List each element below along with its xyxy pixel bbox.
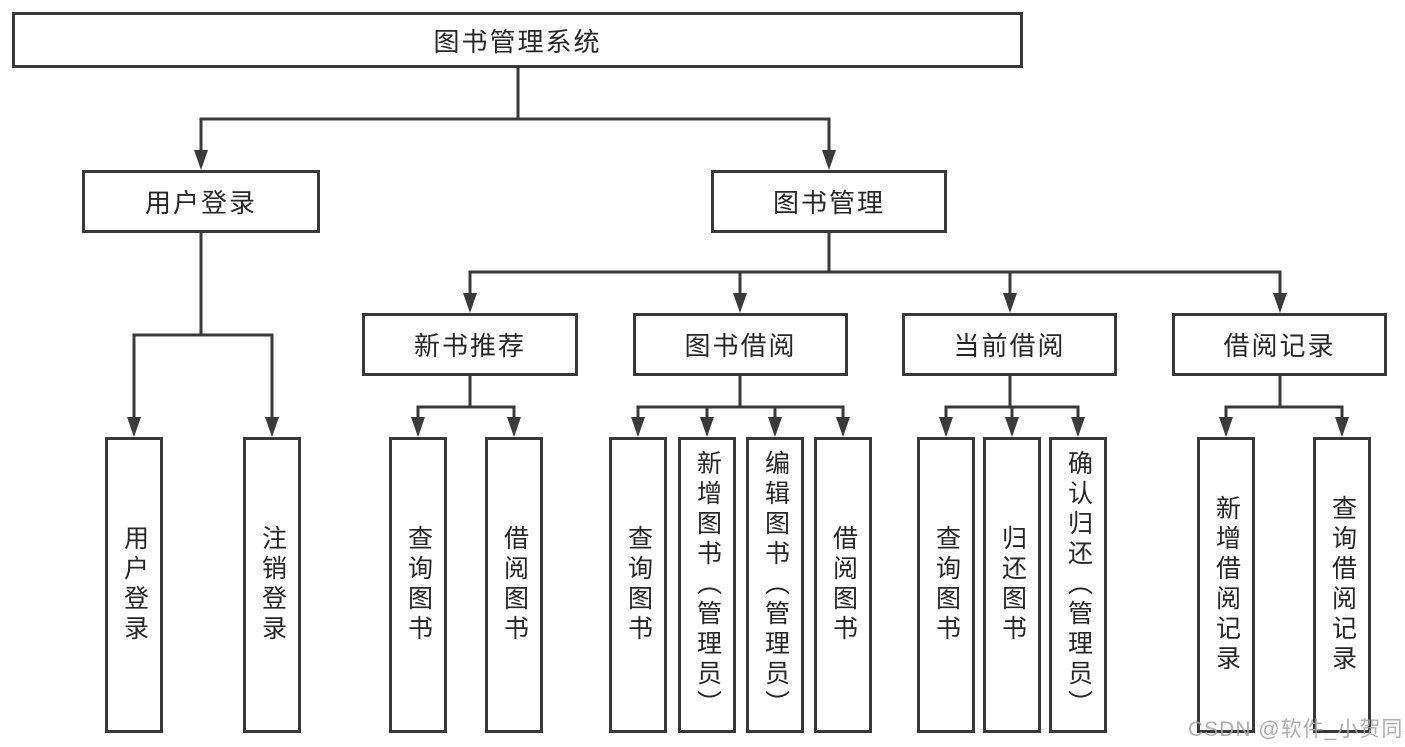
node-label: 查询借阅记录 <box>1328 495 1357 675</box>
leaf-confirm-return-admin: 确认归还（管理员） <box>1049 437 1107 733</box>
csdn-watermark: CSDN @软件_小贺同学 <box>1188 718 1405 741</box>
node-new-book-recommend: 新书推荐 <box>362 313 578 376</box>
node-label: 图书借阅 <box>684 331 797 361</box>
leaf-user-login: 用户登录 <box>105 437 163 733</box>
leaf-query-books-current: 查询图书 <box>917 437 975 733</box>
node-current-borrow: 当前借阅 <box>902 313 1117 376</box>
arrow-down-icon <box>1273 293 1287 313</box>
node-label: 注销登录 <box>258 525 287 645</box>
arrow-down-icon <box>194 150 208 170</box>
node-label: 归还图书 <box>998 525 1027 645</box>
node-label: 查询图书 <box>932 525 961 645</box>
leaf-query-borrow-record: 查询借阅记录 <box>1313 437 1371 733</box>
arrow-down-icon <box>1335 417 1349 437</box>
connector-user-login-to-leaves <box>127 231 279 437</box>
node-library-management-system: 图书管理系统 <box>12 12 1023 68</box>
node-label: 用户登录 <box>120 525 149 645</box>
node-label: 新增图书（管理员） <box>693 450 722 720</box>
node-book-management: 图书管理 <box>711 170 947 233</box>
leaf-query-books-recommend: 查询图书 <box>389 437 447 733</box>
arrow-down-icon <box>265 417 279 437</box>
connector-borrow-records-to-leaves <box>1219 373 1349 437</box>
connector-book-management-to-level3 <box>463 231 1287 313</box>
leaf-add-books-admin: 新增图书（管理员） <box>678 437 736 733</box>
arrow-down-icon <box>411 417 425 437</box>
node-user-login: 用户登录 <box>82 170 320 233</box>
arrow-down-icon <box>1219 417 1233 437</box>
connector-current-borrow-to-leaves <box>939 373 1085 437</box>
leaf-query-books-borrow: 查询图书 <box>609 437 667 733</box>
node-label: 编辑图书（管理员） <box>761 450 790 720</box>
node-label: 查询图书 <box>624 525 653 645</box>
connector-root-to-level2 <box>194 66 836 170</box>
arrow-down-icon <box>463 293 477 313</box>
node-label: 图书管理 <box>772 188 885 218</box>
leaf-borrow-books-recommend: 借阅图书 <box>485 437 543 733</box>
node-label: 确认归还（管理员） <box>1064 450 1093 720</box>
arrow-down-icon <box>836 417 850 437</box>
leaf-borrow-books: 借阅图书 <box>814 437 872 733</box>
arrow-down-icon <box>127 417 141 437</box>
leaf-add-borrow-record: 新增借阅记录 <box>1197 437 1255 733</box>
node-label: 借阅图书 <box>829 525 858 645</box>
node-book-borrow: 图书借阅 <box>633 313 848 376</box>
connector-new-book-recommend-to-leaves <box>411 373 521 437</box>
arrow-down-icon <box>822 150 836 170</box>
node-label: 新增借阅记录 <box>1212 495 1241 675</box>
leaf-return-books: 归还图书 <box>983 437 1041 733</box>
arrow-down-icon <box>733 293 747 313</box>
arrow-down-icon <box>939 417 953 437</box>
node-label: 当前借阅 <box>953 331 1066 361</box>
node-label: 借阅图书 <box>500 525 529 645</box>
arrow-down-icon <box>1071 417 1085 437</box>
leaf-edit-books-admin: 编辑图书（管理员） <box>746 437 804 733</box>
node-label: 图书管理系统 <box>433 26 602 57</box>
node-label: 查询图书 <box>404 525 433 645</box>
arrow-down-icon <box>768 417 782 437</box>
arrow-down-icon <box>1005 417 1019 437</box>
arrow-down-icon <box>1003 293 1017 313</box>
arrow-down-icon <box>700 417 714 437</box>
node-label: 借阅记录 <box>1223 331 1336 361</box>
leaf-logout: 注销登录 <box>243 437 301 733</box>
node-label: 新书推荐 <box>413 331 526 361</box>
node-borrow-records: 借阅记录 <box>1172 313 1387 376</box>
arrow-down-icon <box>631 417 645 437</box>
connector-book-borrow-to-leaves <box>631 373 850 437</box>
arrow-down-icon <box>507 417 521 437</box>
node-label: 用户登录 <box>144 188 257 218</box>
